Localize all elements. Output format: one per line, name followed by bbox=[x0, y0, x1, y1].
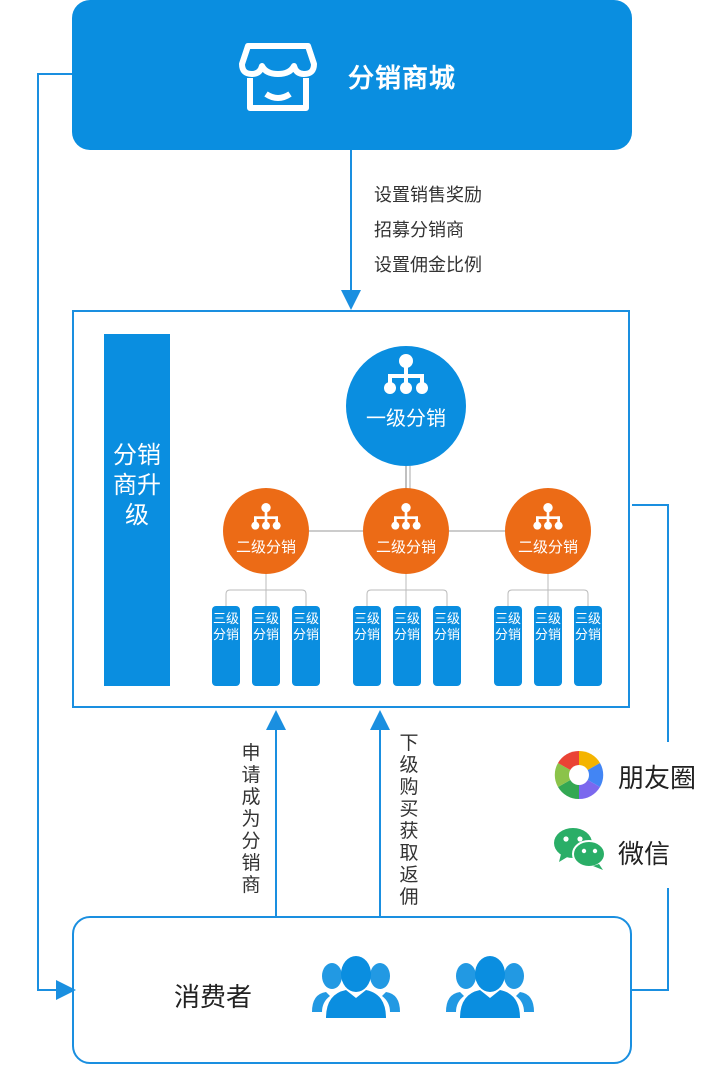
level2-node bbox=[223, 488, 309, 574]
level3-node bbox=[252, 606, 280, 686]
wechat-label: 微信 bbox=[618, 840, 671, 870]
upgrade-box bbox=[72, 310, 630, 708]
apply-label: 申请成为分销商 bbox=[241, 742, 261, 896]
level2-node bbox=[363, 488, 449, 574]
level3-label: 三级分销 bbox=[393, 612, 420, 643]
level3-node bbox=[433, 606, 461, 686]
rebate-label: 下级购买获取返佣 bbox=[399, 732, 419, 908]
level2-label: 二级分销 bbox=[517, 538, 578, 556]
level3-label: 三级分销 bbox=[353, 612, 380, 643]
level3-node bbox=[353, 606, 381, 686]
level3-node bbox=[534, 606, 562, 686]
hierarchy-icon bbox=[391, 503, 421, 530]
wechat-icon bbox=[554, 828, 606, 870]
level3-node bbox=[292, 606, 320, 686]
level3-label: 三级分销 bbox=[212, 612, 239, 643]
level2-node bbox=[505, 488, 591, 574]
moments-label: 朋友圈 bbox=[618, 764, 697, 794]
action-recruit: 招募分销商 bbox=[374, 220, 464, 241]
users-icon bbox=[312, 956, 400, 1018]
store-icon bbox=[239, 43, 317, 111]
level2-label: 二级分销 bbox=[375, 538, 436, 556]
upgrade-label: 分销商升级 bbox=[113, 441, 161, 529]
upgrade-to-social-line bbox=[632, 504, 669, 742]
users-icon bbox=[446, 956, 534, 1018]
level3-node bbox=[494, 606, 522, 686]
level3-node bbox=[212, 606, 240, 686]
level3-label: 三级分销 bbox=[252, 612, 279, 643]
level3-label: 三级分销 bbox=[534, 612, 561, 643]
hierarchy-icon bbox=[384, 354, 428, 394]
hierarchy-icon bbox=[251, 503, 281, 530]
level1-label: 一级分销 bbox=[366, 406, 446, 430]
level3-label: 三级分销 bbox=[574, 612, 601, 643]
level3-node bbox=[393, 606, 421, 686]
action-set-reward: 设置销售奖励 bbox=[374, 185, 482, 206]
level3-label: 三级分销 bbox=[433, 612, 460, 643]
consumer-box bbox=[72, 916, 632, 1064]
level2-label: 二级分销 bbox=[235, 538, 296, 556]
consumer-label: 消费者 bbox=[174, 983, 253, 1013]
mall-title: 分销商城 bbox=[348, 64, 457, 94]
level3-label: 三级分销 bbox=[292, 612, 319, 643]
moments-icon bbox=[554, 750, 604, 800]
level3-label: 三级分销 bbox=[494, 612, 521, 643]
action-set-commission: 设置佣金比例 bbox=[374, 255, 482, 276]
social-to-consumer-line bbox=[632, 888, 669, 991]
upgrade-bar bbox=[104, 334, 170, 686]
mall-to-consumer-line bbox=[37, 73, 76, 1000]
mall-box bbox=[72, 0, 632, 150]
level3-node bbox=[574, 606, 602, 686]
hierarchy-icon bbox=[533, 503, 563, 530]
